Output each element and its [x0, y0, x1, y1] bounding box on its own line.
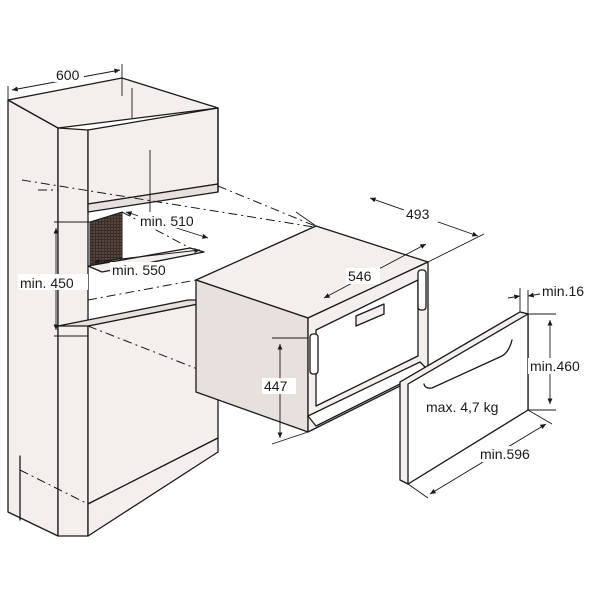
niche-cavity — [89, 211, 123, 267]
warming-drawer-unit — [195, 225, 429, 433]
drawer-handle-slot — [355, 303, 385, 327]
cabinet-front-stile — [57, 127, 89, 537]
label-front-height: min.460 — [530, 358, 580, 374]
label-front-thickness: min.16 — [542, 283, 584, 299]
dim-front-thickness — [507, 294, 521, 300]
tall-cabinet — [7, 77, 219, 537]
label-niche-height: min. 450 — [20, 275, 74, 291]
label-front-width: min.596 — [480, 446, 530, 462]
label-niche-depth: min. 510 — [140, 213, 194, 229]
label-niche-width: min. 550 — [112, 262, 166, 278]
label-drawer-height: 447 — [264, 378, 288, 394]
label-front-weight: max. 4,7 kg — [426, 399, 498, 415]
front-panel-handle — [423, 339, 513, 389]
cabinet-left-side — [7, 99, 59, 537]
dimension-labels: 600 min. 510 min. 450 min. 550 493 546 4… — [18, 66, 590, 462]
cabinet-plinth — [87, 437, 219, 537]
label-cabinet-width: 600 — [56, 67, 80, 83]
label-drawer-width: 546 — [348, 268, 372, 284]
dim-niche-width — [93, 248, 201, 264]
label-drawer-depth: 493 — [406, 206, 430, 222]
